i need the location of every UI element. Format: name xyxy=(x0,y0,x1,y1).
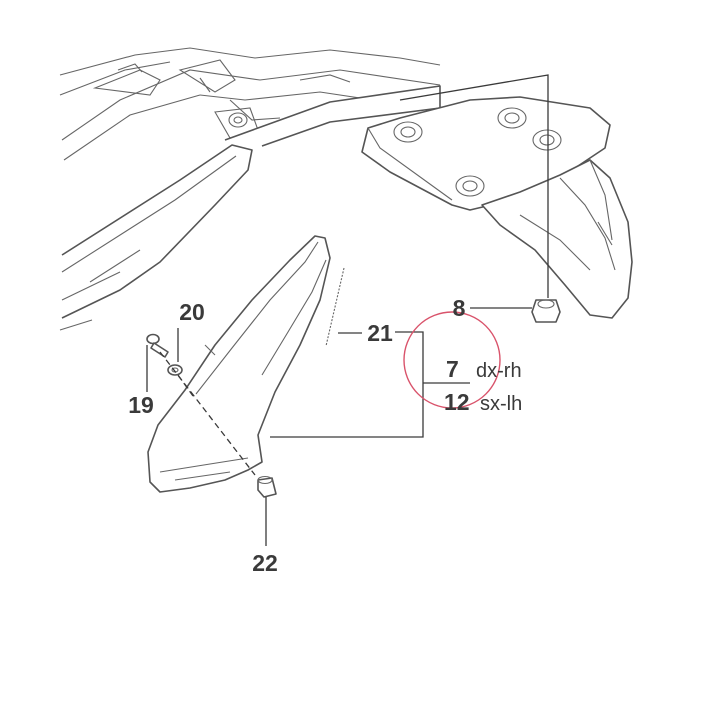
callout-7-side-label: dx-rh xyxy=(476,360,522,382)
leader-lines xyxy=(146,74,549,546)
mount-hole-icon xyxy=(393,121,423,143)
side-panel xyxy=(147,235,331,493)
callout-12: 12 xyxy=(444,389,470,415)
highlight-circle xyxy=(403,311,501,409)
callout-12-side-label: sx-lh xyxy=(480,393,522,415)
callout-20: 20 xyxy=(179,299,205,325)
washer-20-icon xyxy=(167,364,183,376)
frame-subframe xyxy=(59,47,441,161)
mount-hole-icon xyxy=(497,107,527,129)
frame-tube xyxy=(59,85,441,331)
mount-hole-icon xyxy=(532,129,562,151)
callout-21: 21 xyxy=(367,320,393,346)
screw-19-icon xyxy=(146,333,169,358)
decal-strip-21 xyxy=(325,267,345,347)
nut-8-icon xyxy=(531,299,561,323)
mount-hole-icon xyxy=(455,175,485,197)
callout-7: 7 xyxy=(446,356,459,382)
callout-22: 22 xyxy=(252,550,278,576)
grommet-22-icon xyxy=(257,475,277,498)
callout-19: 19 xyxy=(128,392,154,418)
rear-bracket xyxy=(361,96,633,319)
callout-8: 8 xyxy=(453,295,466,321)
